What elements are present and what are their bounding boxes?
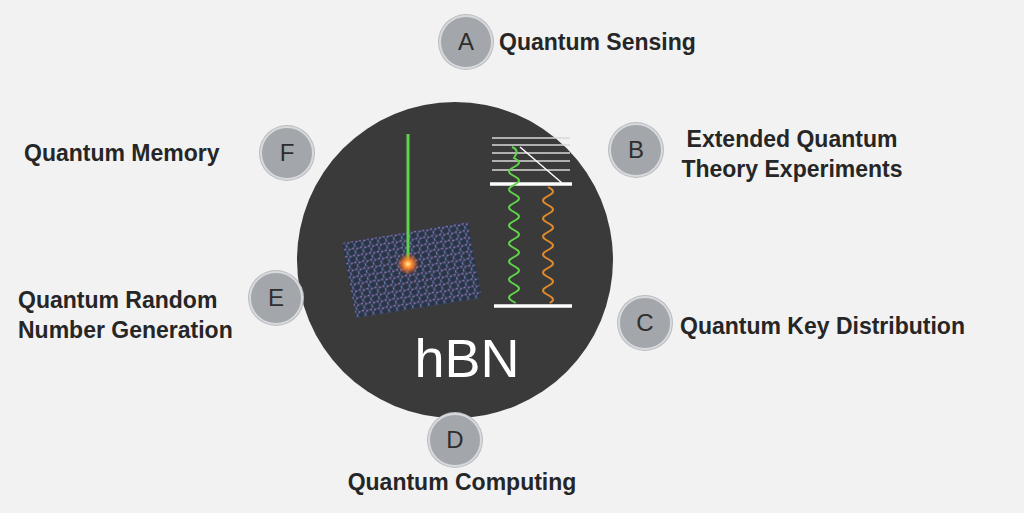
relaxation-line xyxy=(520,147,562,183)
application-label: Quantum Memory xyxy=(24,139,220,169)
material-label: hBN xyxy=(414,327,519,389)
application-circle: EQuantum Random Number Generation xyxy=(249,271,303,325)
callout-letter: B xyxy=(611,125,661,175)
callout-letter: A xyxy=(441,17,491,67)
application-label: Quantum Key Distribution xyxy=(680,312,965,342)
energy-level xyxy=(492,169,570,171)
energy-level xyxy=(492,137,570,139)
application-circle: CQuantum Key Distribution xyxy=(618,296,672,350)
application-circle: DQuantum Computing xyxy=(428,413,482,467)
callout-letter: E xyxy=(251,273,301,323)
energy-level xyxy=(492,160,570,162)
application-label: Quantum Sensing xyxy=(499,28,696,58)
callout-letter: D xyxy=(430,415,480,465)
application-label: Quantum Random Number Generation xyxy=(18,286,258,346)
callout-letter: C xyxy=(620,298,670,348)
application-label: Extended Quantum Theory Experiments xyxy=(667,125,917,185)
excited-state xyxy=(490,182,572,186)
hbn-lattice xyxy=(342,222,482,318)
application-circle: FQuantum Memory xyxy=(260,126,314,180)
ground-state xyxy=(494,304,572,308)
application-circle: AQuantum Sensing xyxy=(439,15,493,69)
emitter-glow xyxy=(397,253,419,275)
hbn-circle: hBN xyxy=(297,102,613,418)
energy-level xyxy=(492,144,570,146)
laser-beam xyxy=(407,134,410,260)
absorption-wave xyxy=(509,147,519,303)
emission-wave xyxy=(543,187,553,303)
application-circle: BExtended Quantum Theory Experiments xyxy=(609,123,663,177)
energy-level xyxy=(492,152,570,154)
application-label: Quantum Computing xyxy=(348,468,577,498)
callout-letter: F xyxy=(262,128,312,178)
